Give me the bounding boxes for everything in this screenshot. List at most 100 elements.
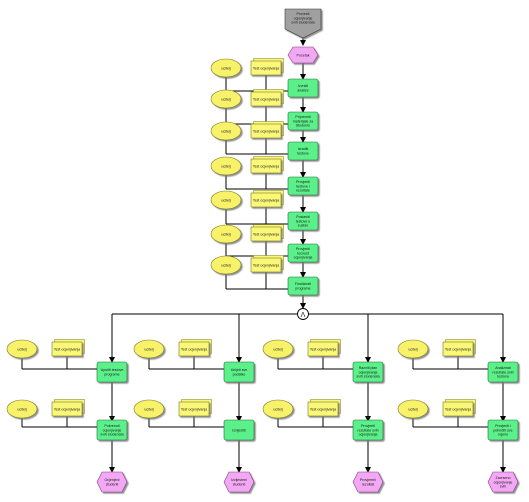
branch-3-step2[interactable] [487, 419, 519, 441]
main-step-1[interactable] [287, 111, 319, 131]
main-doc-4[interactable] [250, 192, 282, 208]
main-role-1[interactable] [210, 89, 242, 109]
branch-3-role-1-label: ucitelj [408, 347, 417, 351]
main-role-3[interactable] [210, 156, 242, 176]
start-event[interactable] [287, 46, 319, 64]
main-doc-6[interactable] [250, 257, 282, 273]
branch-1-end[interactable] [223, 471, 255, 493]
and-connector-symbol: Λ [301, 312, 306, 319]
branch-2-role-1[interactable] [262, 339, 294, 359]
main-role-0-label: ucitelj [221, 66, 230, 70]
branch-3-doc-1-label: Test ocjenjivanja [445, 347, 471, 351]
branch-2-doc-1[interactable] [307, 341, 339, 357]
branch-2-role-2-label: ucitelj [273, 407, 282, 411]
branch-0-role-2-label: ucitelj [17, 407, 26, 411]
branch-2-step1[interactable] [352, 361, 384, 383]
main-role-2[interactable] [210, 121, 242, 141]
branch-0-doc-1[interactable] [51, 341, 83, 357]
branch-1-doc-1-label: Test ocjenjivanja [181, 347, 207, 351]
start-event-label: Pocetak [297, 53, 310, 57]
main-role-3-label: ucitelj [221, 164, 230, 168]
branch-1-role-1[interactable] [133, 339, 165, 359]
branch-0-role-1[interactable] [6, 339, 38, 359]
main-step-2[interactable] [287, 141, 319, 161]
branch-1-role-1-label: ucitelj [144, 347, 153, 351]
main-doc-4-label: Test ocjenjivanja [253, 198, 279, 202]
branch-0-doc-2-label: Test ocjenjivanja [54, 407, 80, 411]
branch-2-role-2[interactable] [262, 399, 294, 419]
main-step-3[interactable] [287, 176, 319, 196]
main-step-6[interactable] [287, 276, 319, 296]
branch-0-role-1-label: ucitelj [17, 347, 26, 351]
branch-3-role-1[interactable] [397, 339, 429, 359]
main-step-0[interactable] [287, 78, 319, 98]
branch-1-role-2-label: ucitelj [144, 407, 153, 411]
branch-0-doc-1-label: Test ocjenjivanja [54, 347, 80, 351]
branch-2-doc-2[interactable] [307, 401, 339, 417]
branch-3-role-2[interactable] [397, 399, 429, 419]
branch-0-role-2[interactable] [6, 399, 38, 419]
main-doc-2[interactable] [250, 123, 282, 139]
branch-3-doc-2[interactable] [442, 401, 474, 417]
main-role-4[interactable] [210, 190, 242, 210]
branch-1-step2-label: Izvijestiti [232, 428, 246, 432]
branch-1-step2[interactable] [223, 419, 255, 441]
branch-0-end[interactable] [96, 471, 128, 493]
branch-3-end[interactable] [487, 471, 519, 493]
branch-2-end[interactable] [352, 471, 384, 493]
main-role-4-label: ucitelj [221, 198, 230, 202]
main-doc-5[interactable] [250, 226, 282, 242]
main-doc-1[interactable] [250, 91, 282, 107]
main-role-1-label: ucitelj [221, 97, 230, 101]
main-doc-2-label: Test ocjenjivanja [253, 129, 279, 133]
main-doc-6-label: Test ocjenjivanja [253, 263, 279, 267]
branch-2-step2[interactable] [352, 419, 384, 441]
branch-1-doc-2-label: Test ocjenjivanja [181, 407, 207, 411]
branch-1-doc-2[interactable] [178, 401, 210, 417]
branch-2-doc-2-label: Test ocjenjivanja [310, 407, 336, 411]
main-role-2-label: ucitelj [221, 129, 230, 133]
branch-3-doc-1[interactable] [442, 341, 474, 357]
branch-1-doc-1[interactable] [178, 341, 210, 357]
branch-0-doc-2[interactable] [51, 401, 83, 417]
main-role-6[interactable] [210, 255, 242, 275]
and-connector[interactable] [297, 308, 309, 320]
main-role-5[interactable] [210, 224, 242, 244]
main-step-4[interactable] [287, 211, 319, 231]
main-step-5[interactable] [287, 243, 319, 263]
branch-0-step1[interactable] [96, 361, 128, 383]
branch-3-step1[interactable] [487, 361, 519, 383]
branch-3-doc-2-label: Test ocjenjivanja [445, 407, 471, 411]
branch-0-step2[interactable] [96, 419, 128, 441]
branch-2-doc-1-label: Test ocjenjivanja [310, 347, 336, 351]
main-role-6-label: ucitelj [221, 263, 230, 267]
main-doc-0[interactable] [250, 60, 282, 76]
main-doc-3[interactable] [250, 158, 282, 174]
start-node[interactable] [284, 8, 322, 39]
branch-1-role-2[interactable] [133, 399, 165, 419]
main-role-0[interactable] [210, 58, 242, 78]
main-role-5-label: ucitelj [221, 232, 230, 236]
branch-1-step1[interactable] [223, 361, 255, 383]
main-doc-5-label: Test ocjenjivanja [253, 232, 279, 236]
main-doc-0-label: Test ocjenjivanja [253, 66, 279, 70]
